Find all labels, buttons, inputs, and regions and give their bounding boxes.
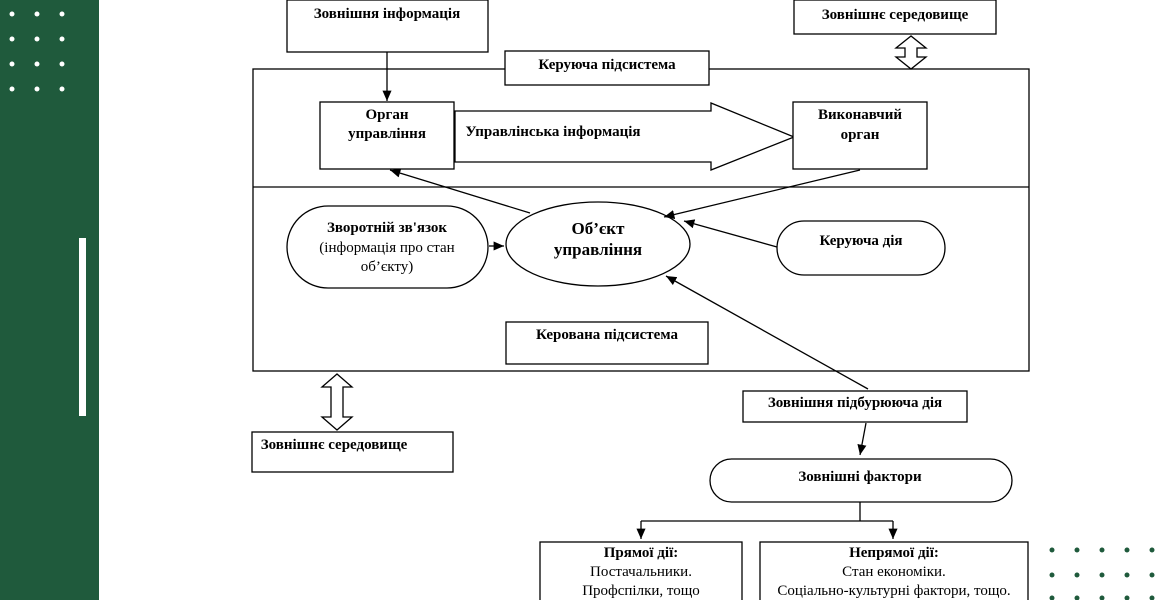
indirect-action-line-1: Стан економіки. <box>842 564 946 580</box>
indirect-action-box <box>759 541 1029 600</box>
feedback-label-1: Зворотній зв'язок <box>327 220 447 236</box>
external-factors-oval <box>709 458 1013 503</box>
management-body-label-1: Орган <box>366 107 409 123</box>
management-body-box <box>319 101 455 170</box>
indirect-action-line-2: Соціально-культурні фактори, тощо. <box>777 583 1010 599</box>
object-to-management-arrow <box>389 168 531 214</box>
management-body-label-2: управління <box>348 126 426 142</box>
external-disturbance-box <box>742 390 968 423</box>
external-env-top-label: Зовнішнє середовище <box>822 7 969 23</box>
direct-action-line-1: Постачальники. <box>590 564 692 580</box>
feedback-label-2: (інформація про стан <box>319 240 454 256</box>
direct-action-title: Прямої дії: <box>604 545 678 561</box>
disturbance-to-factors-arrow <box>857 422 867 456</box>
executive-body-label-2: орган <box>841 127 880 143</box>
control-action-arrow <box>683 219 778 248</box>
control-object-ellipse <box>505 201 691 287</box>
feedback-oval <box>286 205 489 289</box>
direct-action-line-2: Профспілки, тощо <box>582 583 700 599</box>
dot-grid-bottom-right <box>1049 547 1155 600</box>
disturbance-to-object-arrow <box>665 275 869 390</box>
control-action-label: Керуюча дія <box>819 233 902 249</box>
external-env-bottom-label: Зовнішнє середовище <box>261 437 408 453</box>
management-info-block-arrow <box>454 102 796 171</box>
managed-subsystem-label: Керована підсистема <box>536 327 678 343</box>
executive-body-label-1: Виконавчий <box>818 107 902 123</box>
control-subsystem-label: Керуюча підсистема <box>538 57 676 73</box>
direct-action-box <box>539 541 743 600</box>
external-info-label: Зовнішня інформація <box>314 6 460 22</box>
external-disturbance-label: Зовнішня підбурююча дія <box>768 395 942 411</box>
control-object-label-1: Об’єкт <box>572 219 626 238</box>
control-object-label-2: управління <box>554 240 642 259</box>
control-action-oval <box>776 220 946 276</box>
external-factors-label: Зовнішні фактори <box>798 469 922 485</box>
management-info-label: Управлінська інформація <box>466 124 641 140</box>
indirect-action-title: Непрямої дії: <box>849 545 939 561</box>
feedback-label-3: об’єкту) <box>361 259 414 275</box>
sidebar-accent-bar <box>79 238 86 416</box>
bidirectional-arrow-bottom <box>320 373 354 431</box>
external-env-bottom-box <box>251 431 454 473</box>
bidirectional-arrow-top <box>894 35 928 70</box>
executive-to-object-arrow <box>663 169 861 219</box>
external-env-top-box <box>793 0 997 35</box>
control-subsystem-box <box>504 50 710 86</box>
executive-body-box <box>792 101 928 170</box>
managed-subsystem-box <box>505 321 709 365</box>
dot-grid-top-left <box>9 11 65 92</box>
